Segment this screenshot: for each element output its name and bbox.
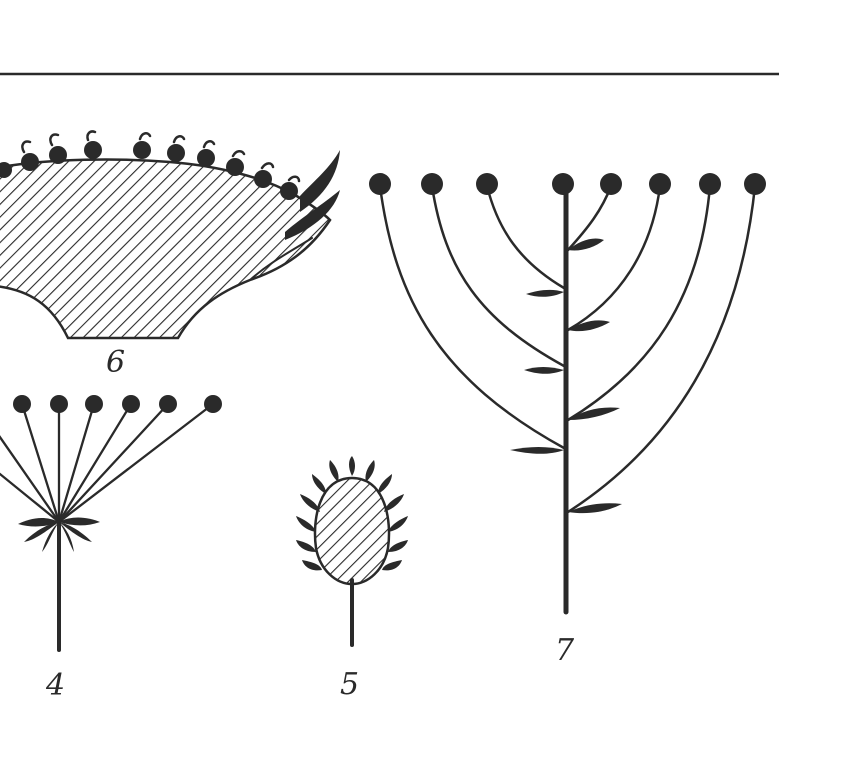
bract [300,150,340,212]
umbel-rays [0,402,215,524]
umbel-diagram: 4 [0,395,222,703]
corymb-diagram: 7 [369,173,766,668]
umbel-flowers [13,395,222,413]
head-receptacle [313,476,391,586]
head-diagram: 5 [296,456,408,702]
head-bracts [296,456,408,571]
corymb-pedicels [378,184,757,514]
receptacle [0,158,332,340]
corymb-flowers [369,173,766,195]
bract [285,190,340,240]
capitulum-diagram: 6 [0,130,340,380]
corymb-bracts [510,238,622,514]
label-head: 5 [340,667,359,702]
bract [249,237,313,281]
florets [0,130,301,200]
label-corymb: 7 [555,633,575,668]
label-umbel: 4 [45,668,65,703]
umbel-involucre [18,500,100,552]
label-capitulum: 6 [106,345,125,380]
